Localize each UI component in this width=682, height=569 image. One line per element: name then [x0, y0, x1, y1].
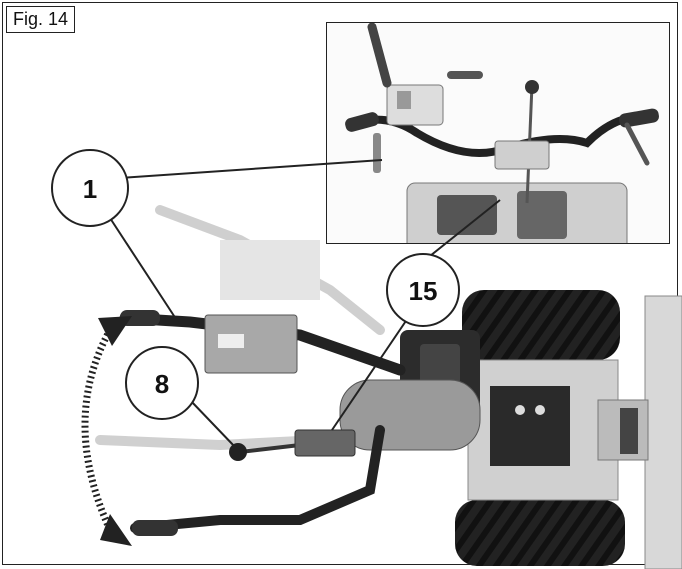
small-lever-icon: [447, 71, 483, 79]
handlebar-upper-ghost-icon: [155, 205, 385, 335]
leader-line-15b: [331, 311, 413, 431]
inset-fuel-cap-icon: [437, 195, 497, 235]
hitch-icon: [620, 408, 638, 454]
lower-grip-icon: [132, 520, 178, 536]
switch-icon: [397, 91, 411, 109]
callout-15-label: 15: [409, 276, 438, 306]
gear-bracket-icon: [494, 140, 550, 170]
gear-knob-icon: [229, 443, 247, 461]
inset-gearbox-icon: [517, 191, 567, 239]
inset-detail-view: [326, 22, 670, 244]
callout-1: 1: [51, 149, 129, 227]
figure-label: Fig. 14: [6, 6, 76, 33]
attachment-housing-icon: [644, 295, 682, 569]
upper-wheel-icon: [462, 290, 620, 360]
engine-block-icon: [490, 386, 570, 466]
leader-line-8: [189, 399, 237, 449]
label-plate-icon: [218, 334, 244, 348]
lever-arm-icon: [367, 23, 392, 88]
gear-lever-knob-icon: [525, 80, 539, 94]
callout-1-label: 1: [83, 174, 97, 204]
gear-lever-icon: [239, 443, 301, 454]
engine-cover-icon: [339, 379, 481, 451]
handlebar-lower-ghost-icon: [95, 435, 325, 451]
inset-illustration: [345, 23, 659, 243]
callout-8: 8: [125, 346, 199, 420]
leader-line-1b: [109, 217, 179, 323]
callout-8-label: 8: [155, 369, 169, 399]
right-grip-icon: [619, 108, 659, 128]
handlebar-lower-icon: [130, 425, 385, 533]
right-lever-icon: [624, 122, 650, 166]
callout-15: 15: [386, 253, 460, 327]
lever-1-icon: [373, 133, 381, 173]
bolt-icon: [535, 405, 545, 415]
bolt-icon: [515, 405, 525, 415]
arrow-head-bottom-icon: [100, 514, 132, 546]
handle-control-box-icon: [204, 314, 298, 374]
rotation-arrow-icon: [81, 328, 114, 532]
arrow-head-top-icon: [98, 316, 132, 346]
left-grip-icon: [345, 112, 379, 132]
leader-line-1a: [119, 159, 383, 179]
gear-selector-icon: [294, 429, 356, 457]
lower-wheel-icon: [455, 500, 625, 566]
grip-icon: [120, 310, 160, 326]
